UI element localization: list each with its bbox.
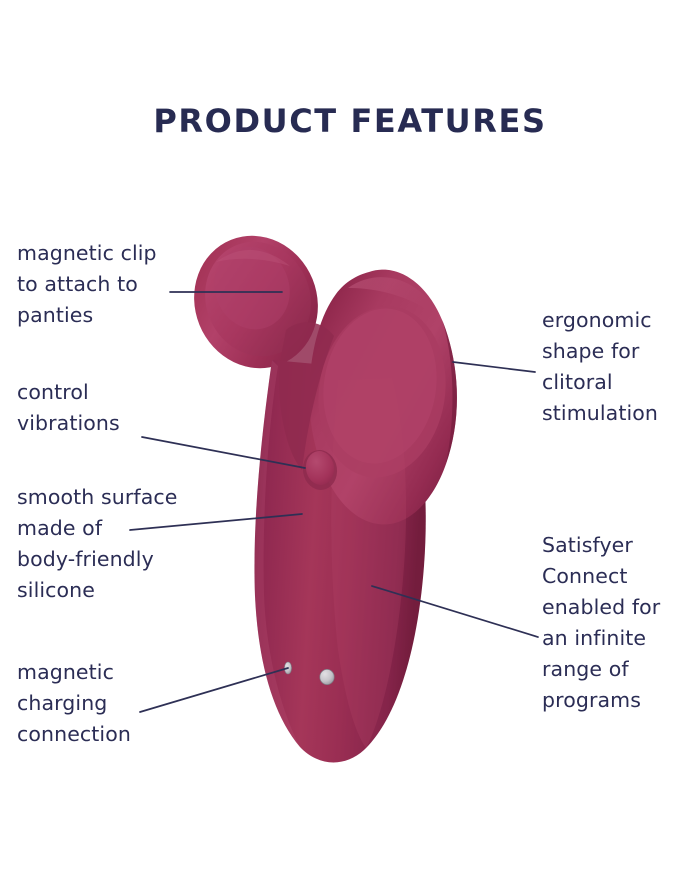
leader-line-ergonomic-shape bbox=[452, 361, 536, 373]
callout-magnetic-clip: magnetic clip to attach to panties bbox=[17, 241, 157, 327]
callout-satisfyer-connect: Satisfyer Connect enabled for an infinit… bbox=[542, 533, 661, 712]
page-title: PRODUCT FEATURES bbox=[153, 102, 547, 140]
charging-contacts bbox=[284, 661, 335, 685]
callout-ergonomic-shape: ergonomic shape for clitoral stimulation bbox=[542, 308, 659, 425]
product-body-part bbox=[254, 269, 457, 763]
callout-control-vibrations: control vibrations bbox=[17, 380, 120, 435]
leader-line-satisfyer-connect bbox=[371, 585, 539, 638]
callout-magnetic-charging: magnetic charging connection bbox=[17, 660, 131, 746]
leader-line-control-vibrations bbox=[141, 436, 306, 469]
control-button bbox=[302, 450, 338, 490]
callout-smooth-surface: smooth surface made of body-friendly sil… bbox=[17, 485, 178, 602]
